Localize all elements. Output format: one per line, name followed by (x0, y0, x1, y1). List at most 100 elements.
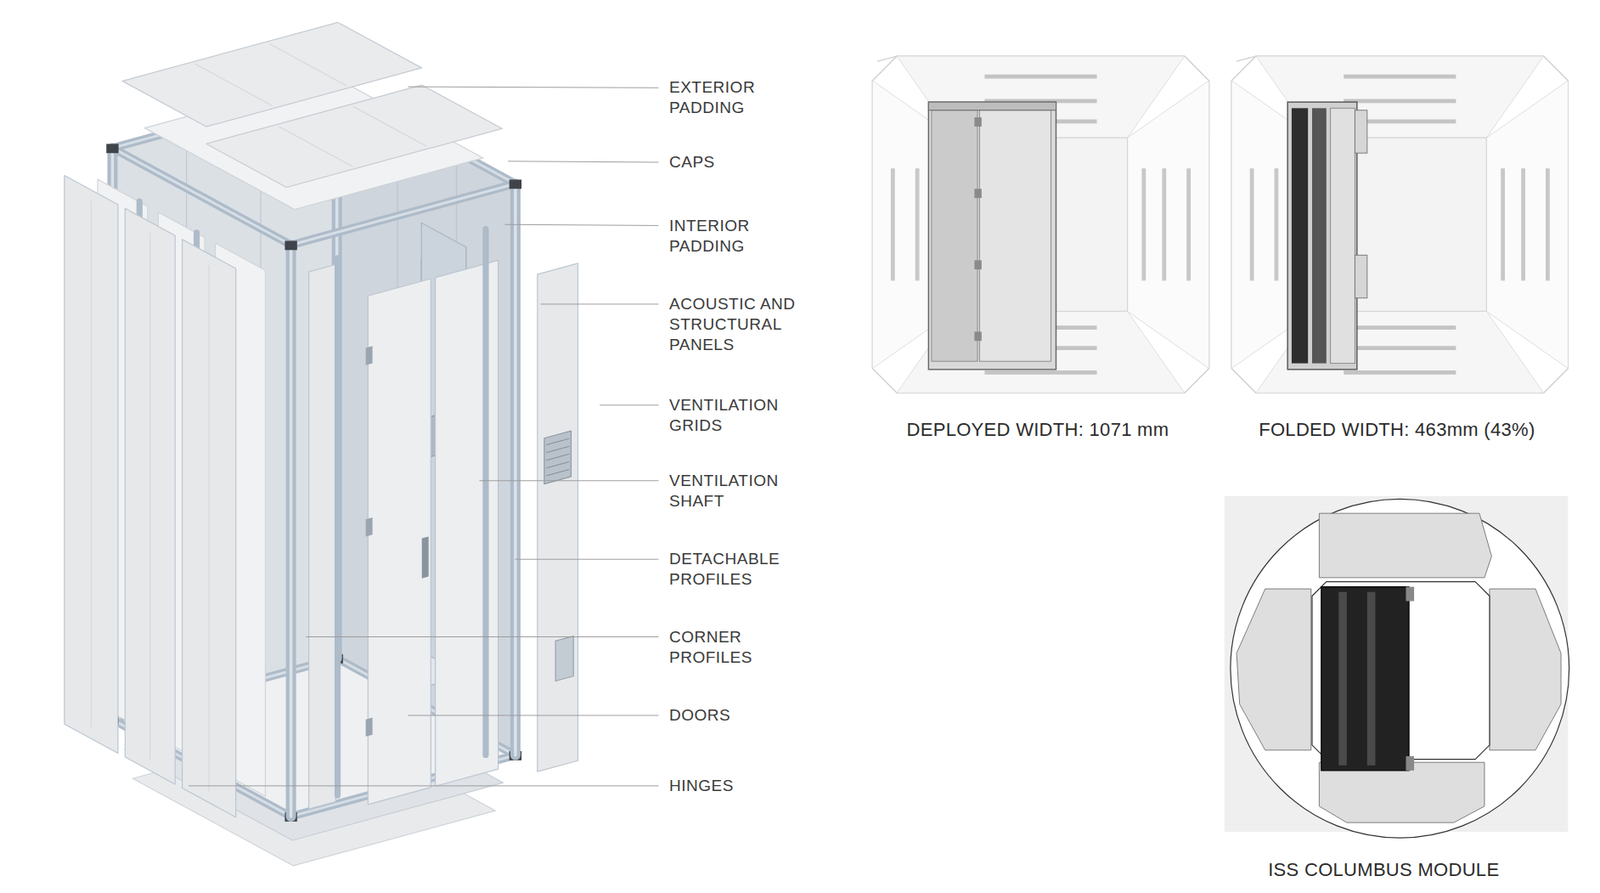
wall (1231, 80, 1313, 369)
top-view (872, 56, 1209, 393)
cabinet-illustration (64, 22, 579, 866)
hinge (366, 345, 373, 365)
padding-seam (195, 63, 272, 106)
door-leaf (367, 278, 431, 805)
hinge (1405, 586, 1415, 602)
corner-cap (509, 179, 522, 189)
rack-slat (1274, 168, 1279, 281)
leader-line (600, 404, 659, 406)
padding-seam (353, 106, 427, 147)
rack-slat (984, 370, 1097, 375)
hinge (974, 259, 981, 270)
grid-slat (546, 445, 569, 452)
cabinet-panel (931, 110, 978, 361)
hinge (974, 117, 981, 127)
cabinet-panel (979, 110, 1051, 361)
corner-profile (510, 183, 521, 755)
panel-seam (149, 233, 151, 760)
leader-line (479, 479, 659, 481)
grid-slat (546, 469, 569, 476)
part-label: DETACHABLE PROFILES (669, 548, 823, 590)
hinge (974, 331, 981, 341)
cabinet-panel (1367, 591, 1376, 766)
leader-line (408, 715, 659, 716)
leader-line (189, 784, 660, 786)
rack-slat (1343, 325, 1456, 330)
chamfer (1236, 56, 1257, 62)
acoustic-panel (537, 263, 579, 772)
module-outline (872, 56, 1209, 393)
padding-seam (269, 44, 346, 86)
acoustic-panel (64, 174, 119, 753)
hinge (974, 188, 981, 198)
door-handle (422, 535, 429, 578)
leader-line (505, 224, 659, 226)
rack (1318, 761, 1485, 823)
rack-slat (1343, 345, 1456, 350)
grid-slat (546, 453, 569, 460)
top-view (1231, 56, 1568, 393)
part-label: EXTERIOR PADDING (669, 77, 823, 119)
leader-line (408, 86, 659, 88)
leader-line (540, 303, 659, 305)
rack-slat (984, 74, 1097, 79)
module-caption: ISS COLUMBUS MODULE (1267, 858, 1499, 881)
panel-seam (208, 264, 210, 791)
cabinet-panel (1312, 107, 1327, 363)
rack (1489, 588, 1561, 750)
panel-seam (90, 201, 92, 727)
part-label: CAPS (669, 152, 823, 173)
hinge (366, 517, 373, 536)
exterior-padding (122, 22, 422, 127)
module-hull (1230, 498, 1570, 838)
dimension-caption: FOLDED WIDTH: 463mm (43%) (1258, 418, 1535, 441)
corner-cap (106, 143, 119, 153)
leader-lines (189, 86, 660, 786)
grid-slat (546, 461, 569, 468)
detachable-profile (482, 229, 489, 755)
rack-slat (1343, 99, 1456, 104)
acoustic-panel (124, 208, 175, 784)
module-outline (1231, 56, 1568, 393)
part-label: INTERIOR PADDING (669, 215, 823, 257)
dimension-caption: DEPLOYED WIDTH: 1071 mm (907, 418, 1170, 441)
leader-line (507, 161, 659, 163)
wall (1127, 80, 1210, 369)
ventilation-grid (555, 636, 574, 682)
chamfer (877, 56, 897, 62)
rack-slat (1250, 168, 1255, 281)
corner-profile (286, 244, 297, 817)
rack-slat (1500, 168, 1505, 281)
rack-slat (890, 168, 896, 281)
door-edge (1354, 110, 1367, 153)
rack-slat (1141, 168, 1146, 281)
part-label: ACOUSTIC AND STRUCTURAL PANELS (669, 293, 823, 355)
detachable-profile (334, 258, 341, 795)
cabinet-panel (1330, 107, 1356, 363)
rack (1318, 512, 1492, 578)
cabinet-deployed (928, 101, 1056, 370)
grid-slat (546, 438, 569, 445)
door-edge (1354, 254, 1367, 298)
cabinet-folded (1287, 101, 1358, 370)
rack-slat (1161, 168, 1167, 281)
rack-slat (1343, 74, 1456, 79)
cabinet-panel (1338, 591, 1347, 766)
rack-slat (1186, 168, 1191, 281)
part-label: VENTILATION SHAFT (669, 470, 823, 512)
part-label: HINGES (669, 775, 823, 796)
acoustic-panel (182, 239, 237, 817)
cabinet-folded (1321, 586, 1409, 771)
part-label: DOORS (669, 704, 823, 726)
rack-slat (1545, 168, 1550, 281)
hinge (366, 717, 373, 737)
rack-slat (915, 168, 920, 281)
part-label: CORNER PROFILES (669, 626, 823, 668)
corner-cap (284, 240, 297, 250)
corner-profile-highlight (513, 183, 518, 755)
wall (1486, 80, 1568, 369)
corner-profile-highlight (289, 244, 293, 817)
acoustic-panel (309, 264, 337, 809)
